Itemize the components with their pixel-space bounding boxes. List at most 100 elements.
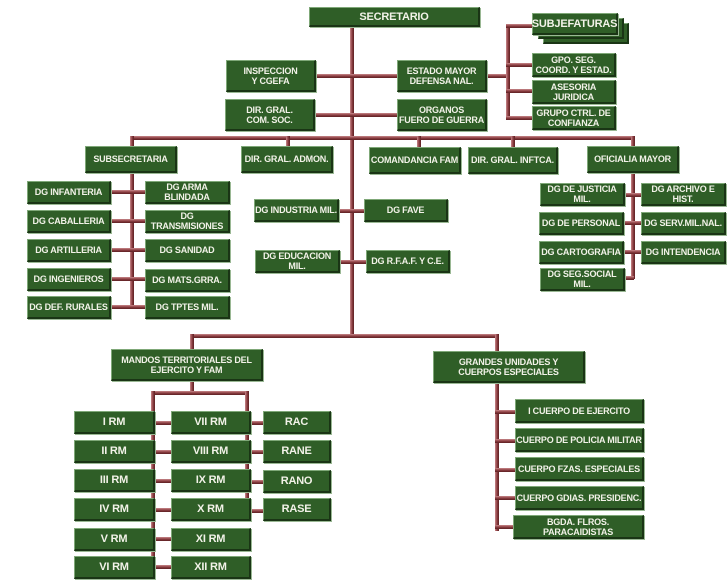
box-cuerpo[interactable]: CUERPO GDIAS. PRESIDENC.	[515, 486, 644, 510]
box-region[interactable]: X RM	[171, 498, 251, 521]
box-air-region[interactable]: RANO	[263, 470, 331, 493]
connector	[245, 421, 264, 425]
box-admon[interactable]: DIR. GRAL. ADMON.	[241, 146, 333, 173]
box-cuerpo[interactable]: CUERPO DE POLICIA MILITAR	[515, 428, 644, 452]
box-air-region[interactable]: RAC	[263, 411, 331, 434]
box-subsecretaria-unit[interactable]: DG INFANTERIA	[27, 181, 111, 204]
connector	[110, 190, 146, 194]
connector	[316, 74, 398, 78]
box-subsecretaria-unit[interactable]: DG SANIDAD	[145, 239, 230, 262]
box-region[interactable]: I RM	[74, 411, 155, 434]
box-region[interactable]: VI RM	[74, 556, 155, 579]
box-subsecretaria-unit[interactable]: DG DEF. RURALES	[27, 296, 111, 319]
box-region[interactable]: VII RM	[171, 411, 251, 434]
connector	[190, 334, 194, 350]
box-region[interactable]: III RM	[74, 469, 155, 492]
box-inspeccion[interactable]: INSPECCION Y CGEFA	[226, 60, 316, 92]
box-oficialia[interactable]: OFICIALIA MAYOR	[587, 146, 679, 173]
box-fave[interactable]: DG FAVE	[364, 199, 448, 222]
box-region[interactable]: V RM	[74, 528, 155, 551]
connector	[190, 334, 499, 338]
connector	[495, 334, 499, 352]
box-oficialia-unit[interactable]: DG CARTOGRAFIA	[539, 241, 624, 264]
box-air-region[interactable]: RANE	[263, 440, 331, 463]
box-rfaf[interactable]: DG R.F.A.F. Y C.E.	[366, 250, 450, 273]
connector	[151, 391, 249, 395]
connector	[245, 480, 264, 484]
connector	[631, 136, 635, 147]
connector	[417, 136, 421, 147]
box-subjefaturas[interactable]: SUBJEFATURAS	[532, 13, 618, 35]
connector	[130, 172, 134, 309]
box-subsecretaria-unit[interactable]: DG MATS.GRRA.	[145, 269, 230, 292]
connector	[495, 382, 499, 531]
connector	[495, 410, 516, 414]
box-industria[interactable]: DG INDUSTRIA MIL.	[254, 199, 339, 222]
box-estado-mayor[interactable]: ESTADO MAYOR DEFENSA NAL.	[397, 60, 487, 92]
box-educacion[interactable]: DG EDUCACION MIL.	[255, 250, 340, 273]
connector	[506, 24, 533, 28]
box-region[interactable]: IV RM	[74, 498, 155, 521]
box-region[interactable]: XI RM	[171, 528, 251, 551]
box-region[interactable]: VIII RM	[171, 440, 251, 463]
connector	[624, 221, 642, 225]
connector	[511, 136, 515, 147]
box-inftca[interactable]: DIR. GRAL. INFTCA.	[468, 147, 558, 174]
connector	[624, 250, 642, 254]
connector	[624, 193, 642, 197]
box-asesoria[interactable]: ASESORIA JURIDICA	[532, 80, 616, 104]
connector	[110, 248, 146, 252]
box-cuerpo[interactable]: I CUERPO DE EJERCITO	[515, 399, 644, 423]
box-oficialia-unit[interactable]: DG ARCHIVO E HIST.	[641, 183, 726, 206]
box-subsecretaria-unit[interactable]: DG TRANSMISIONES	[145, 210, 230, 233]
box-com-soc[interactable]: DIR. GRAL. COM. SOC.	[225, 99, 315, 131]
box-oficialia-unit[interactable]: DG SEG.SOCIAL MIL.	[540, 268, 625, 291]
connector	[110, 219, 146, 223]
box-oficialia-unit[interactable]: DG INTENDENCIA	[641, 241, 726, 264]
connector	[190, 380, 194, 394]
box-cuerpo[interactable]: BGDA. FLROS. PARACAIDISTAS	[513, 515, 644, 539]
box-subsecretaria-unit[interactable]: DG ARMA BLINDADA	[145, 181, 230, 204]
connector	[155, 508, 173, 512]
connector	[506, 89, 533, 93]
box-oficialia-unit[interactable]: DG DE JUSTICIA MIL.	[540, 183, 625, 206]
connector	[110, 305, 146, 309]
connector	[506, 24, 510, 120]
box-oficialia-unit[interactable]: DG SERV.MIL.NAL.	[641, 212, 726, 235]
box-region[interactable]: II RM	[74, 440, 155, 463]
box-organos[interactable]: ORGANOS FUERO DE GUERRA	[397, 99, 487, 131]
connector	[495, 468, 516, 472]
box-subsecretaria-unit[interactable]: DG INGENIEROS	[27, 268, 111, 291]
connector	[155, 565, 173, 569]
connector	[155, 421, 173, 425]
box-secretario[interactable]: SECRETARIO	[309, 7, 480, 27]
box-air-region[interactable]: RASE	[263, 498, 331, 521]
connector	[155, 450, 173, 454]
box-region[interactable]: IX RM	[171, 469, 251, 492]
connector	[495, 439, 516, 443]
box-grandes-unidades[interactable]: GRANDES UNIDADES Y CUERPOS ESPECIALES	[433, 351, 585, 383]
box-region[interactable]: XII RM	[171, 556, 251, 579]
connector	[495, 525, 516, 529]
connector	[624, 276, 634, 280]
connector	[338, 209, 365, 213]
connector	[487, 74, 509, 78]
box-fam[interactable]: COMANDANCIA FAM	[369, 147, 461, 174]
box-subsecretaria[interactable]: SUBSECRETARIA	[85, 146, 177, 173]
connector	[155, 537, 173, 541]
connector	[315, 113, 398, 117]
box-subsecretaria-unit[interactable]: DG TPTES MIL.	[145, 296, 230, 319]
box-grupo-ctrl[interactable]: GRUPO CTRL. DE CONFIANZA	[532, 106, 616, 130]
connector	[631, 172, 635, 279]
connector	[506, 116, 533, 120]
connector	[155, 479, 173, 483]
box-cuerpo[interactable]: CUERPO FZAS. ESPECIALES	[515, 457, 644, 481]
box-oficialia-unit[interactable]: DG DE PERSONAL	[539, 212, 624, 235]
box-subsecretaria-unit[interactable]: DG CABALLERIA	[27, 210, 111, 233]
box-gpo-seg[interactable]: GPO. SEG. COORD. Y ESTAD.	[532, 53, 616, 77]
connector	[110, 277, 146, 281]
box-subsecretaria-unit[interactable]: DG ARTILLERIA	[27, 239, 111, 262]
box-mandos[interactable]: MANDOS TERRITORIALES DEL EJERCITO Y FAM	[111, 349, 263, 381]
connector	[130, 136, 134, 147]
